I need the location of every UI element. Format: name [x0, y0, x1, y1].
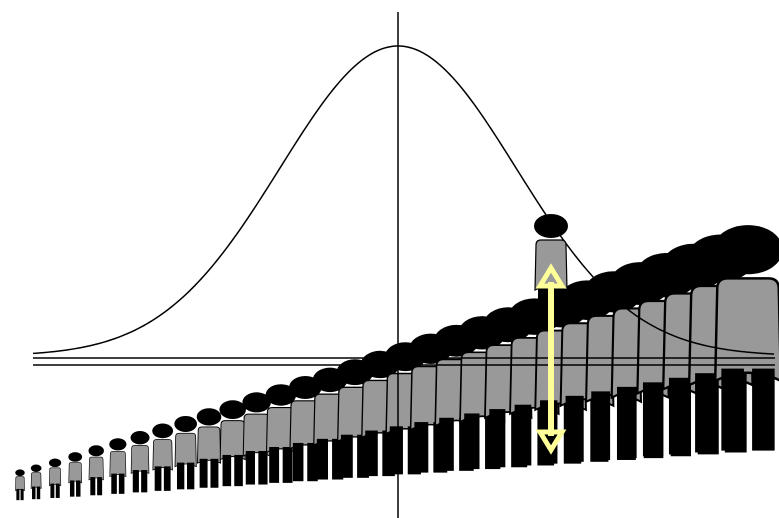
person-figure [15, 469, 25, 501]
person-leg [269, 446, 280, 483]
person-figure [174, 415, 198, 490]
person-figure [109, 438, 127, 494]
person-leg [32, 486, 36, 500]
person-leg [514, 404, 532, 466]
person-leg [357, 434, 369, 478]
person-body [219, 420, 246, 461]
person-body [130, 445, 150, 474]
person-figure [152, 423, 174, 491]
person-leg [97, 477, 103, 496]
person-body [174, 432, 197, 468]
person-leg [752, 368, 775, 451]
person-head [48, 458, 62, 468]
person-leg [20, 488, 24, 501]
person-body [242, 413, 271, 457]
person-leg [16, 488, 20, 501]
arrow-head-up [535, 263, 567, 289]
person-leg [36, 486, 41, 500]
person-body [152, 439, 173, 471]
person-figure [265, 384, 297, 483]
person-head [265, 384, 297, 406]
person-figure [196, 408, 222, 488]
arrow-head-down [535, 429, 567, 455]
person-leg [258, 450, 268, 485]
person-head [534, 214, 568, 238]
person-leg [365, 430, 378, 477]
person-figure [88, 445, 104, 496]
person-leg [389, 426, 403, 475]
person-leg [234, 454, 243, 487]
person-figure [48, 458, 62, 498]
person-leg [76, 480, 81, 497]
person-leg [332, 438, 344, 480]
person-leg [154, 466, 162, 491]
person-head [174, 415, 198, 432]
person-body [15, 476, 25, 492]
person-head [15, 469, 25, 477]
person-head [88, 445, 104, 457]
person-head [219, 400, 246, 420]
double-headed-arrow [535, 263, 567, 455]
person-leg [50, 483, 55, 498]
person-leg [111, 473, 117, 494]
person-leg [617, 386, 637, 459]
person-leg [118, 473, 125, 494]
person-leg [642, 382, 664, 457]
person-leg [199, 458, 208, 488]
person-figure [242, 392, 271, 485]
person-leg [282, 446, 293, 483]
person-leg [553, 284, 564, 324]
person-head [713, 225, 779, 275]
person-leg [55, 483, 60, 498]
person-leg [307, 442, 318, 482]
person-body [30, 472, 42, 489]
person-head [196, 408, 222, 426]
person-leg [210, 458, 219, 488]
person-body [196, 426, 222, 464]
person-head [152, 423, 174, 439]
person-leg [245, 450, 255, 485]
person-head [68, 452, 83, 462]
person-leg [340, 434, 353, 478]
person-leg [163, 466, 171, 491]
bell-curve [32, 45, 775, 355]
person-leg [439, 417, 454, 471]
person-leg [489, 409, 506, 468]
person-head [109, 438, 127, 451]
person-head [130, 430, 150, 445]
person-leg [186, 462, 195, 490]
person-leg [414, 422, 429, 473]
person-head [242, 392, 271, 413]
person-leg [695, 373, 717, 453]
person-figure [713, 225, 779, 451]
figures-row [15, 225, 779, 501]
person-leg [222, 454, 232, 487]
person-leg [316, 438, 329, 480]
person-body [68, 462, 83, 484]
person-leg [90, 477, 96, 496]
person-leg [591, 391, 611, 460]
person-figure [30, 464, 42, 500]
person-leg [141, 470, 148, 493]
person-leg [721, 368, 744, 451]
person-leg [565, 395, 584, 462]
person-leg [668, 377, 691, 455]
person-body [88, 456, 104, 481]
person-leg [132, 470, 139, 493]
person-body [49, 467, 62, 487]
person-leg [176, 462, 185, 490]
person-leg [538, 284, 549, 324]
person-figure [68, 452, 83, 497]
person-body [109, 451, 127, 478]
person-leg [69, 480, 75, 497]
person-leg [292, 442, 304, 482]
person-figure [219, 400, 246, 487]
person-leg [464, 413, 480, 470]
person-figure [130, 430, 150, 493]
person-head [30, 464, 42, 473]
